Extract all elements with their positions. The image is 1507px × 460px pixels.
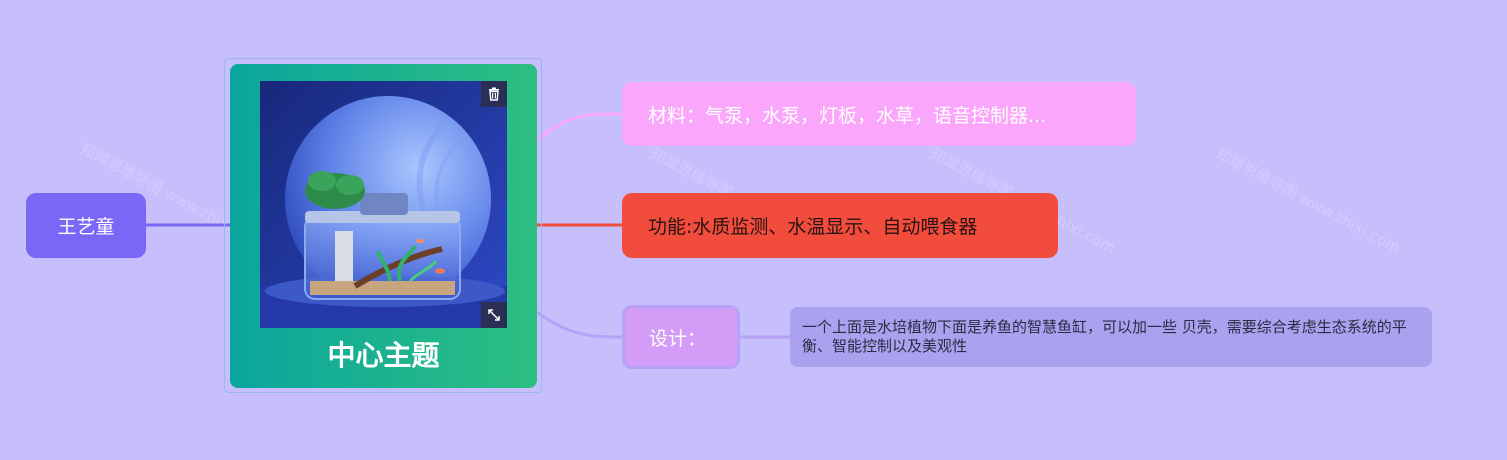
fish-tank-illustration bbox=[260, 81, 507, 328]
delete-image-button[interactable] bbox=[481, 81, 507, 107]
center-node-image bbox=[260, 81, 507, 328]
connector-design bbox=[536, 310, 623, 339]
branch-node-material[interactable]: 材料：气泵，水泵，灯板，水草，语音控制器... bbox=[622, 82, 1136, 146]
center-node-selection-frame bbox=[224, 58, 542, 393]
left-node[interactable]: 王艺童 bbox=[26, 193, 146, 258]
branch-node-design-detail[interactable]: 一个上面是水培植物下面是养鱼的智慧鱼缸，可以加一些 贝壳，需要综合考虑生态系统的… bbox=[790, 307, 1432, 367]
trash-icon bbox=[489, 87, 499, 101]
resize-icon bbox=[488, 309, 500, 321]
branch-node-function-label: 功能:水质监测、水温显示、自动喂食器 bbox=[648, 216, 978, 238]
branch-node-design-label: 设计： bbox=[649, 327, 707, 350]
resize-image-button[interactable] bbox=[481, 302, 507, 328]
center-node[interactable]: 中心主题 bbox=[230, 64, 537, 388]
branch-node-design[interactable]: 设计： bbox=[622, 305, 740, 369]
branch-node-design-detail-text: 一个上面是水培植物下面是养鱼的智慧鱼缸，可以加一些 贝壳，需要综合考虑生态系统的… bbox=[802, 318, 1407, 355]
branch-node-material-label: 材料：气泵，水泵，灯板，水草，语音控制器... bbox=[648, 104, 1047, 127]
left-node-label: 王艺童 bbox=[57, 216, 115, 238]
connector-material bbox=[536, 112, 623, 142]
branch-node-function[interactable]: 功能:水质监测、水温显示、自动喂食器 bbox=[622, 193, 1058, 258]
center-node-title: 中心主题 bbox=[327, 339, 440, 372]
